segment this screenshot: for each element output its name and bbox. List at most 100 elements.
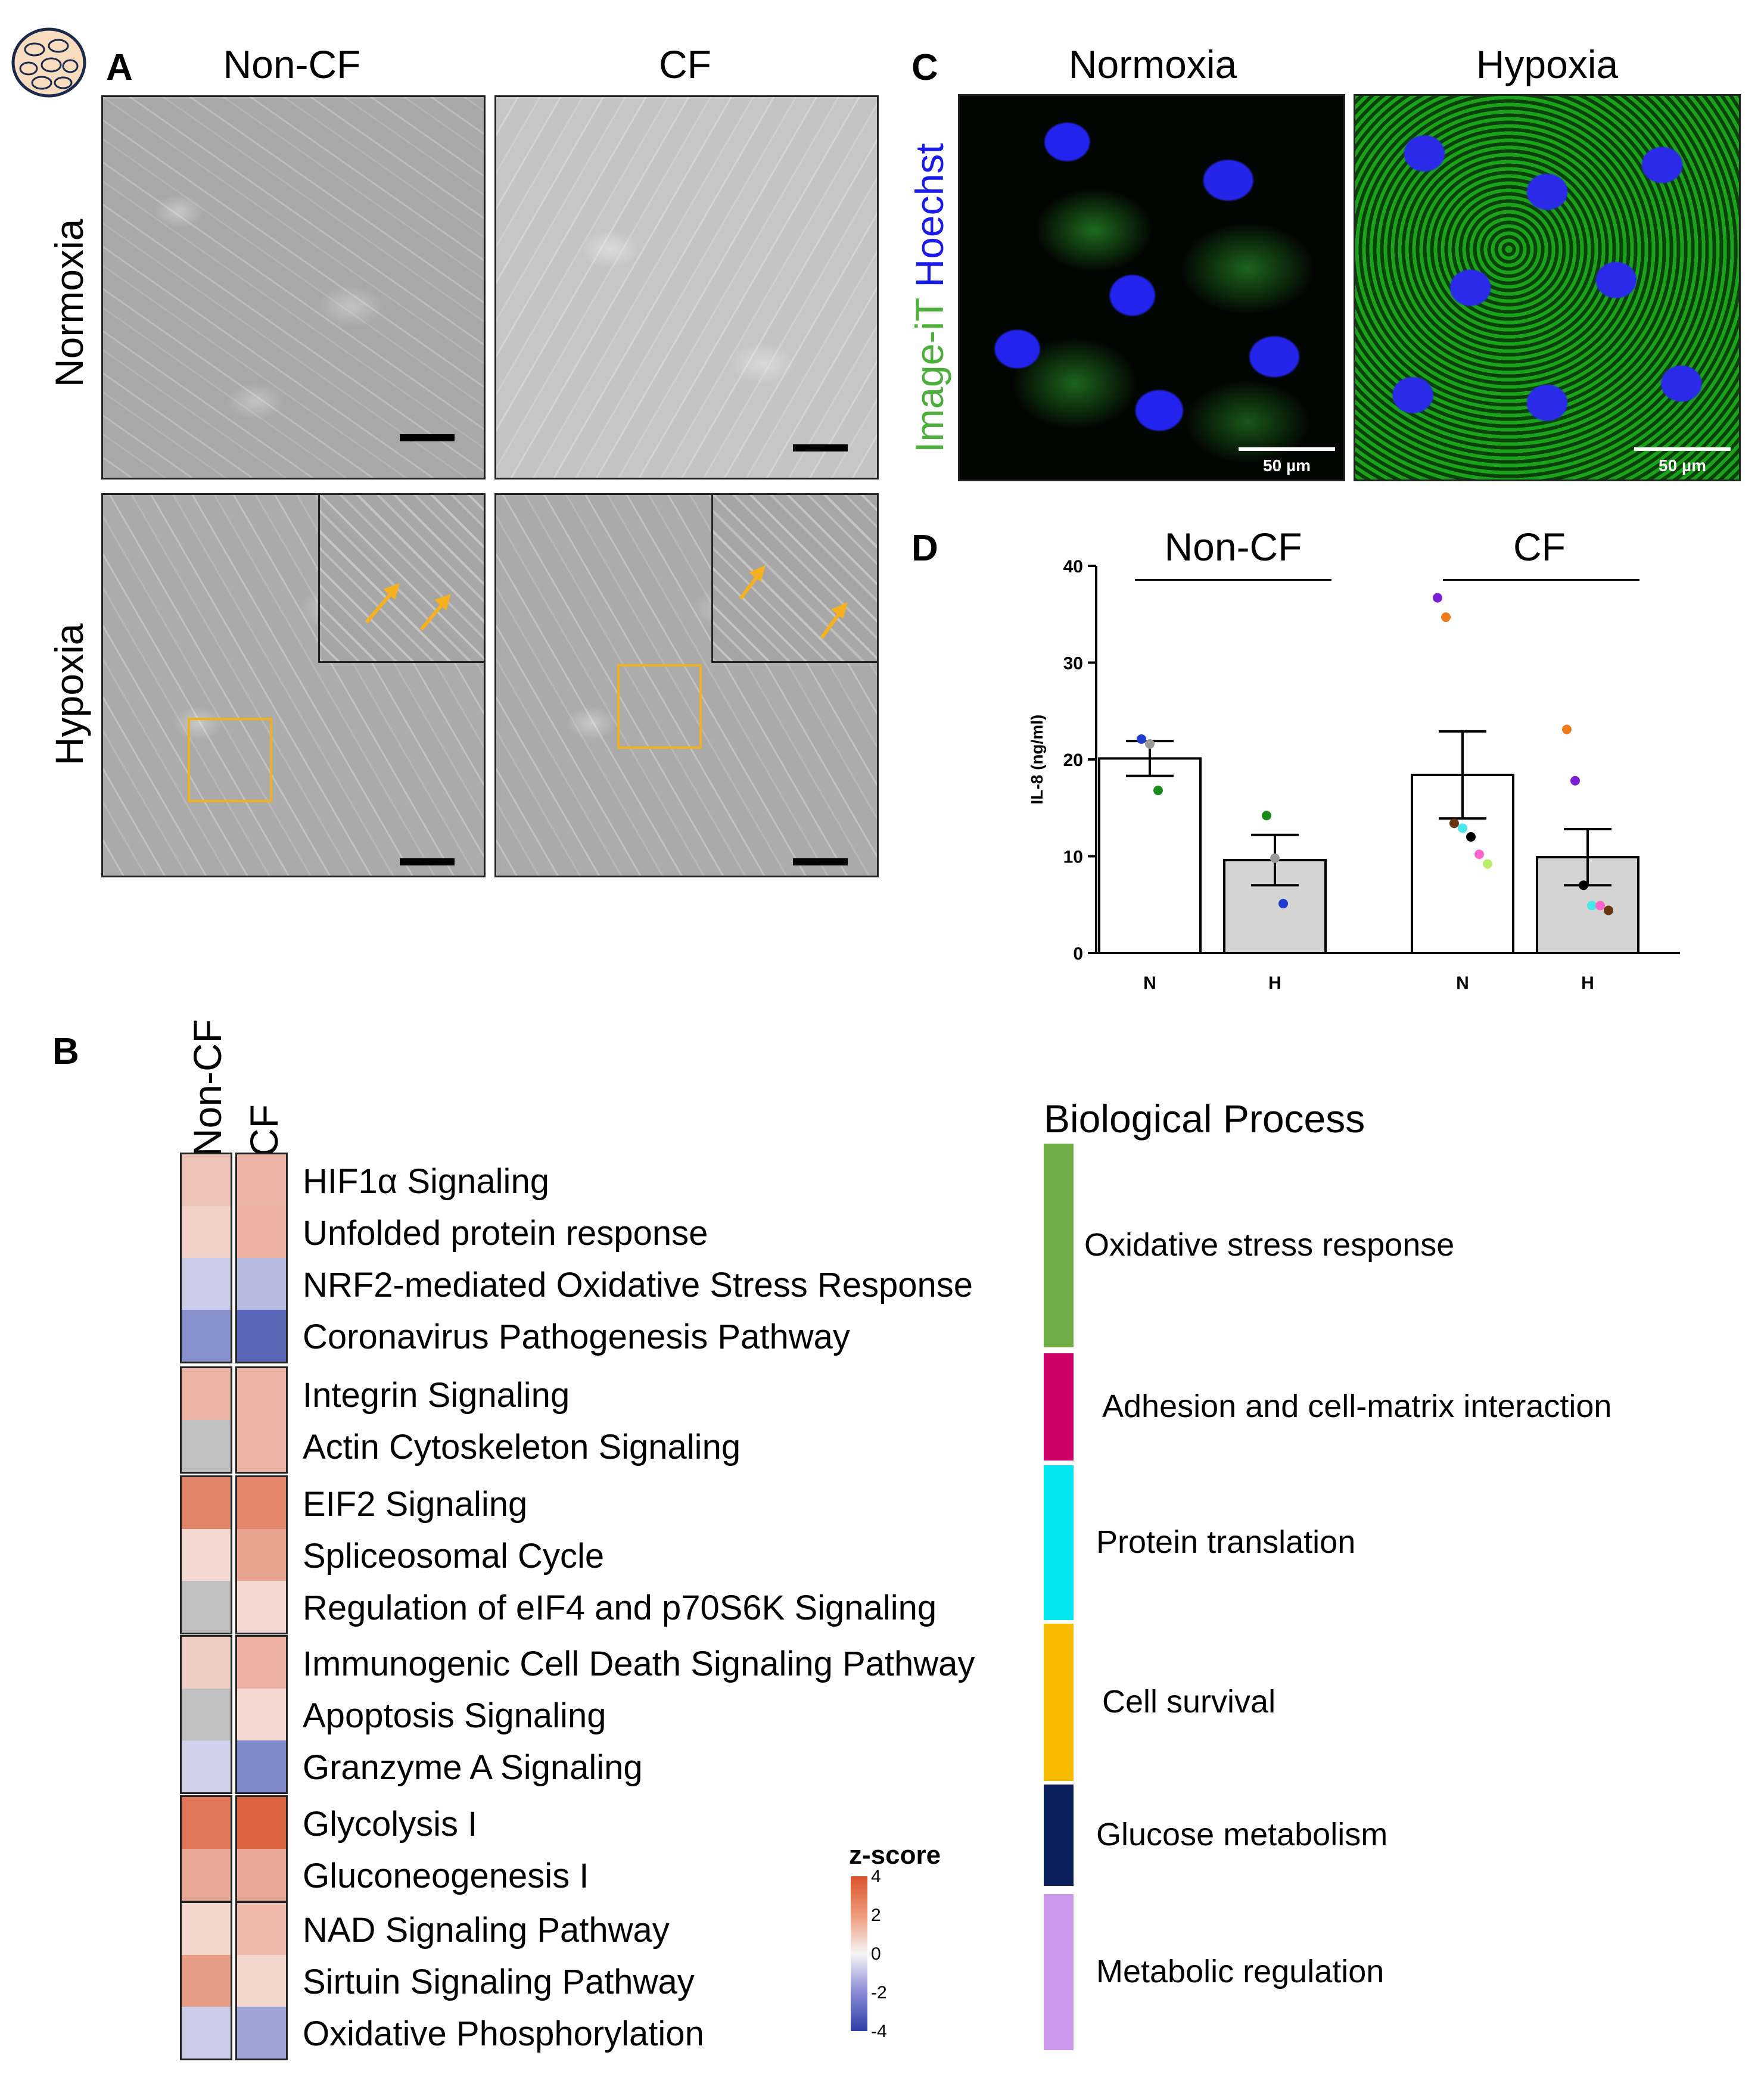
zoom-inset: [318, 495, 484, 663]
group-bracket-cf: [1443, 579, 1639, 581]
process-label: Oxidative stress response: [1084, 1227, 1455, 1263]
process-color-bar: [1044, 1353, 1074, 1460]
pathway-label: Spliceosomal Cycle: [303, 1537, 605, 1575]
data-point: [1570, 776, 1580, 786]
heatmap-cell: [237, 1206, 286, 1258]
heatmap-cell: [182, 1637, 231, 1689]
y-tick-label: 40: [1063, 557, 1083, 577]
y-tick-label: 10: [1063, 848, 1083, 867]
pathway-label: Unfolded protein response: [303, 1214, 708, 1253]
heatmap-cell: [237, 1797, 286, 1849]
fluorescence-hypoxia: 50 µm: [1354, 94, 1741, 481]
pathway-label: Granzyme A Signaling: [303, 1748, 643, 1787]
zoom-region-box: [188, 718, 272, 802]
heatmap-group-border: [180, 1366, 232, 1474]
brightfield-noncf-hypoxia: [101, 493, 486, 877]
data-point: [1441, 612, 1451, 622]
heatmap-cell: [182, 1368, 231, 1420]
process-label: Glucose metabolism: [1096, 1817, 1388, 1852]
data-point: [1278, 899, 1288, 909]
heatmap-cell: [182, 1206, 231, 1258]
colorbar: [851, 1876, 867, 2031]
process-color-bar: [1044, 1894, 1074, 2050]
heatmap-cell: [182, 1477, 231, 1529]
heatmap-cell: [237, 1581, 286, 1633]
heatmap-group-border: [235, 1901, 288, 2060]
colorbar-tick-label: 0: [871, 1944, 881, 1964]
pathway-label: Integrin Signaling: [303, 1376, 570, 1415]
heatmap-cell: [182, 1581, 231, 1633]
group-bracket-noncf: [1135, 579, 1331, 581]
pathway-label: Actin Cytoskeleton Signaling: [303, 1428, 741, 1466]
process-label: Adhesion and cell-matrix interaction: [1102, 1388, 1612, 1424]
data-point: [1466, 832, 1476, 842]
heatmap-cell: [182, 1258, 231, 1310]
heatmap-cell: [237, 1637, 286, 1689]
x-tick-label: N: [1143, 973, 1156, 993]
heatmap-group-border: [180, 1901, 232, 2060]
pathway-label: EIF2 Signaling: [303, 1485, 528, 1524]
heatmap-group-border: [180, 1635, 232, 1794]
heatmap-cell: [237, 1477, 286, 1529]
heatmap-cell: [182, 1849, 231, 1901]
heatmap-cell: [182, 1529, 231, 1581]
process-color-bar: [1044, 1465, 1074, 1620]
panel-b-label: B: [52, 1031, 79, 1072]
heatmap-group-border: [180, 1475, 232, 1634]
heatmap-group-border: [235, 1475, 288, 1634]
heatmap-cell: [237, 1310, 286, 1362]
heatmap-col-header-cf: CF: [242, 1104, 286, 1157]
colorbar-tick-label: -2: [871, 1983, 887, 2003]
panel-a-col-title-noncf: Non-CF: [223, 42, 361, 86]
heatmap-group-border: [235, 1635, 288, 1794]
process-color-bar: [1044, 1785, 1074, 1886]
scale-bar: [1634, 447, 1731, 451]
colorbar-tick-label: 4: [871, 1867, 881, 1886]
pathway-label: Immunogenic Cell Death Signaling Pathway: [303, 1645, 975, 1683]
heatmap-group-border: [235, 1153, 288, 1363]
heatmap-cell: [182, 1310, 231, 1362]
panel-c-col-title-hypoxia: Hypoxia: [1476, 42, 1619, 86]
data-point: [1562, 724, 1572, 734]
panel-a-col-title-cf: CF: [659, 42, 711, 86]
heatmap-cell: [237, 1689, 286, 1740]
y-tick-label: 30: [1063, 654, 1083, 674]
process-label: Metabolic regulation: [1096, 1954, 1385, 1989]
x-tick-label: H: [1581, 973, 1594, 993]
scale-bar-label: 50 µm: [1263, 456, 1311, 475]
panel-d-group-cf: CF: [1513, 525, 1566, 569]
heatmap-cell: [182, 1740, 231, 1792]
panel-c-col-title-normoxia: Normoxia: [1068, 42, 1237, 86]
brightfield-cf-hypoxia: [494, 493, 879, 877]
heatmap-cell: [182, 1154, 231, 1206]
y-tick-label: 20: [1063, 750, 1083, 770]
heatmap-cell: [237, 1368, 286, 1420]
panel-c-label: C: [911, 47, 938, 88]
heatmap-cell: [237, 1740, 286, 1792]
pathway-label: Oxidative Phosphorylation: [303, 2014, 704, 2053]
scale-bar: [1239, 447, 1335, 451]
zoom-region-box: [617, 664, 702, 749]
fluorescence-normoxia: 50 µm: [958, 94, 1345, 481]
data-point: [1474, 849, 1484, 860]
brightfield-cf-normoxia: [494, 95, 879, 479]
heatmap-cell: [182, 1420, 231, 1472]
scale-bar: [793, 858, 848, 865]
scale-bar: [400, 858, 455, 865]
heatmap-cell: [182, 1689, 231, 1740]
process-label: Cell survival: [1102, 1684, 1276, 1720]
panel-a-label: A: [106, 47, 133, 88]
data-point: [1433, 593, 1442, 603]
panel-c-ylabel: Image-iT Hoechst: [907, 143, 952, 453]
heatmap-cell: [182, 1903, 231, 1955]
pathway-label: Glycolysis I: [303, 1805, 478, 1843]
scale-bar: [400, 434, 455, 441]
heatmap-cell: [237, 1955, 286, 2007]
data-point: [1153, 786, 1163, 795]
panel-d-label: D: [911, 528, 938, 569]
heatmap-cell: [237, 1420, 286, 1472]
heatmap-cell: [237, 1849, 286, 1901]
panel-a-row-title-hypoxia: Hypoxia: [47, 623, 91, 765]
heatmap-cell: [237, 1529, 286, 1581]
